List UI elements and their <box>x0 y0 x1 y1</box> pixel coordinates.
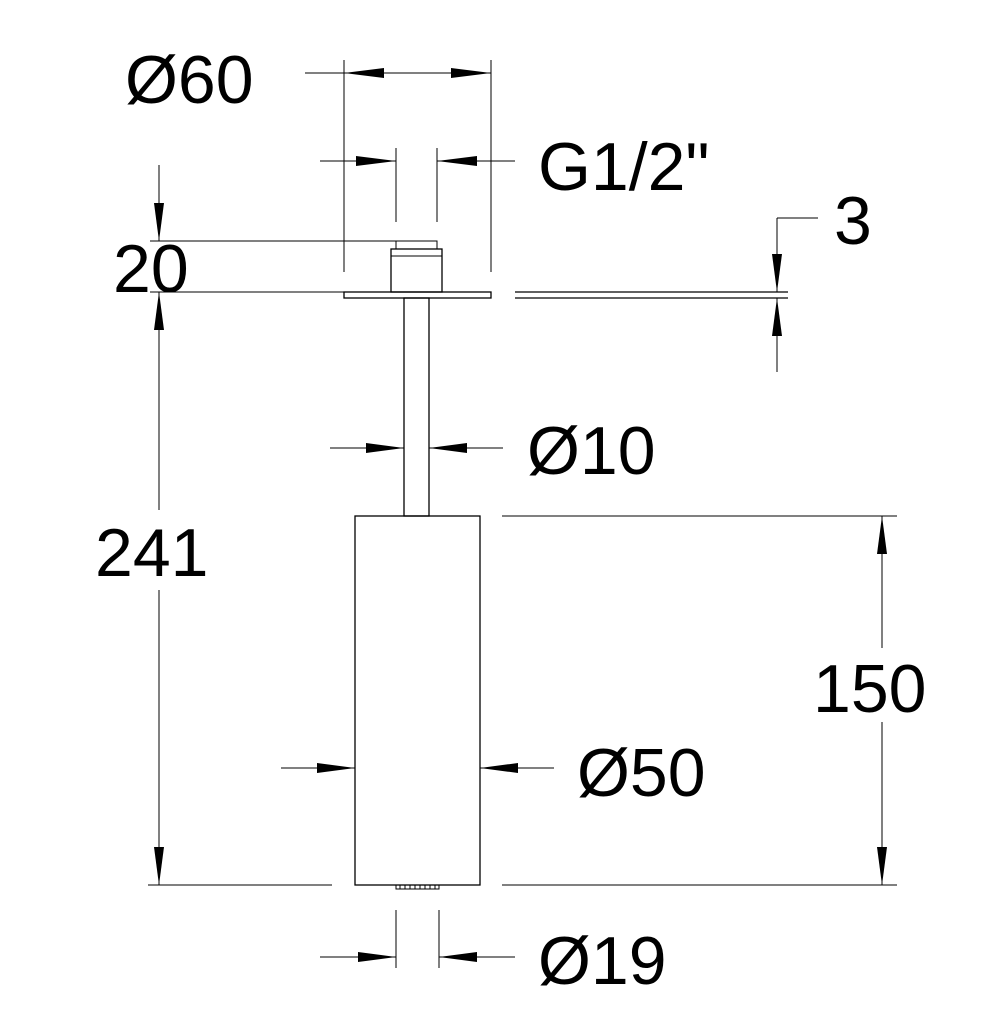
connector-tip <box>395 240 438 250</box>
label-body-diameter: Ø50 <box>577 735 706 811</box>
flange-plate <box>343 291 492 299</box>
dim-flange-diameter: Ø60 <box>125 42 492 272</box>
dim-thread-height: 20 <box>113 165 396 307</box>
dim-body-diameter: Ø50 <box>281 735 706 811</box>
label-thread-height: 20 <box>113 231 189 307</box>
dim-nozzle-diameter: Ø19 <box>320 910 667 999</box>
label-tube-diameter: Ø10 <box>527 413 656 489</box>
label-nozzle-diameter: Ø19 <box>538 923 667 999</box>
dim-flange-thickness: 3 <box>772 183 872 372</box>
label-flange-diameter: Ø60 <box>125 42 254 118</box>
dim-body-height: 150 <box>502 515 926 886</box>
label-body-height: 150 <box>813 651 926 727</box>
pump-tube <box>403 297 430 517</box>
label-flange-thickness: 3 <box>834 183 872 259</box>
dim-tube-diameter: Ø10 <box>330 413 656 489</box>
label-thread: G1/2" <box>538 129 710 205</box>
bottom-nozzle <box>395 884 440 890</box>
thread-connector <box>390 248 443 293</box>
part-outline <box>343 240 788 890</box>
bottle-body <box>354 515 481 886</box>
dim-thread: G1/2" <box>320 129 710 222</box>
dim-overall-height: 241 <box>95 292 332 886</box>
label-overall-height: 241 <box>95 515 208 591</box>
